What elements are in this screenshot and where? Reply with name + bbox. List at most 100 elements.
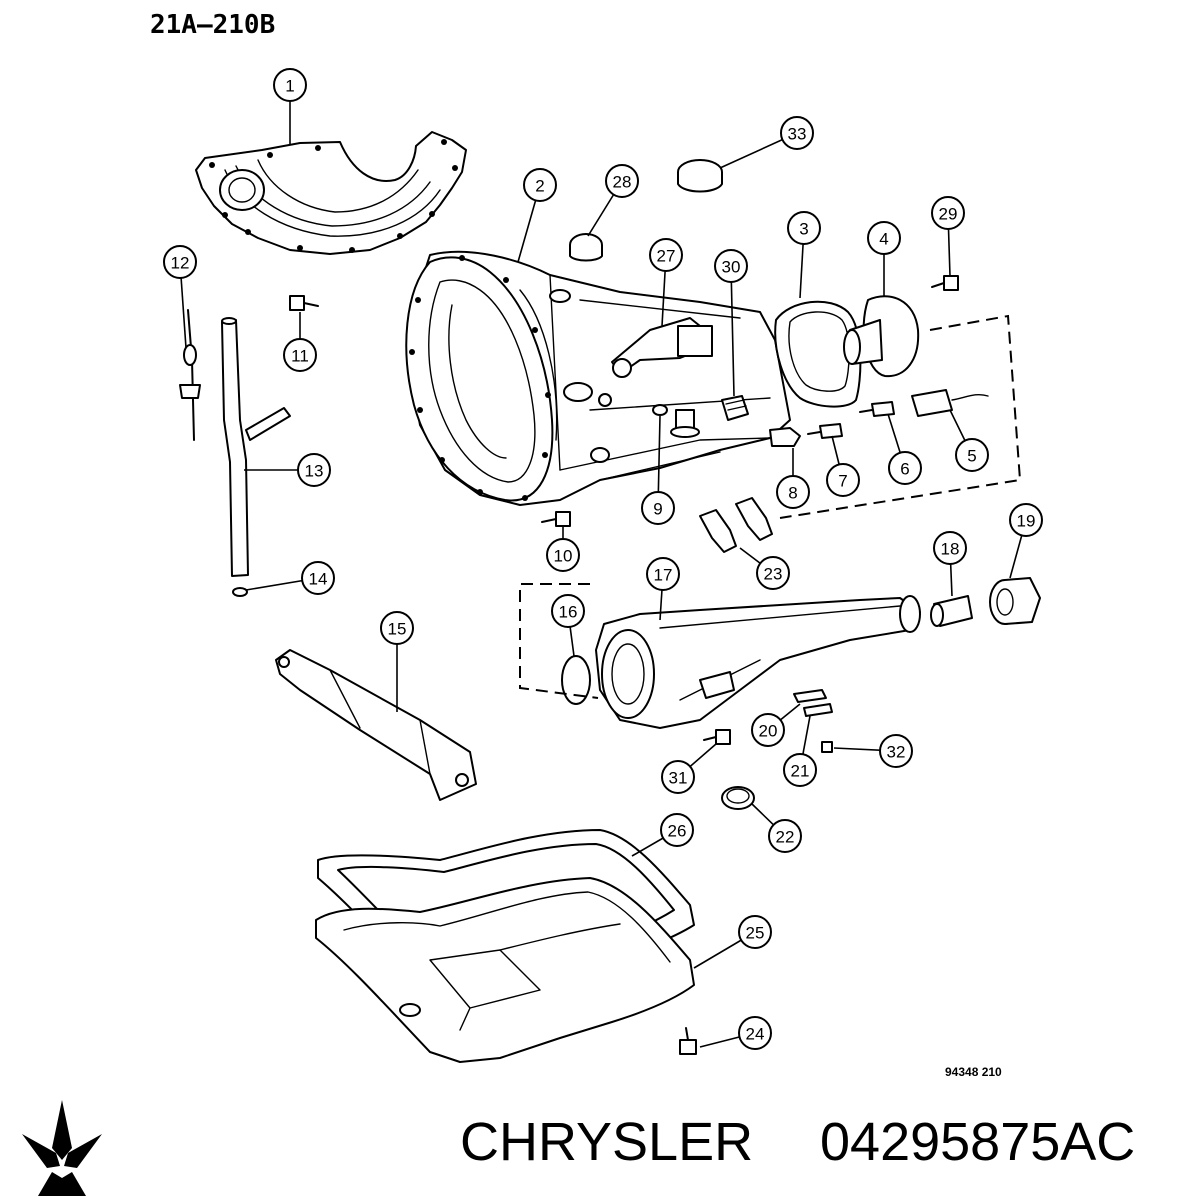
callout-number: 7 bbox=[838, 472, 847, 491]
callout-number: 19 bbox=[1017, 512, 1036, 531]
part-18-bushing bbox=[930, 595, 973, 627]
callout-circle bbox=[605, 164, 639, 198]
callout-number: 15 bbox=[388, 620, 407, 639]
part-31-bolt bbox=[703, 729, 731, 745]
callout-circle bbox=[283, 338, 317, 372]
part-16-seal bbox=[561, 655, 591, 705]
callout-number: 9 bbox=[653, 500, 662, 519]
callout-circle bbox=[551, 594, 585, 628]
callout-circle bbox=[523, 168, 557, 202]
callout-32: 32 bbox=[879, 734, 913, 768]
part-5-switch bbox=[911, 389, 989, 417]
callout-10: 10 bbox=[546, 538, 580, 572]
part-19-seal bbox=[989, 577, 1041, 625]
part-23-sensors bbox=[699, 497, 773, 553]
callout-number: 8 bbox=[788, 484, 797, 503]
part-28-plug bbox=[569, 233, 603, 262]
callout-number: 13 bbox=[305, 462, 324, 481]
callout-number: 10 bbox=[554, 547, 573, 566]
callout-14: 14 bbox=[301, 561, 335, 595]
part-21-screw bbox=[803, 703, 833, 717]
callout-number: 11 bbox=[291, 347, 309, 366]
figure-reference: 94348 210 bbox=[945, 1065, 1002, 1079]
part-30-fitting bbox=[721, 395, 749, 421]
part-10-bolt bbox=[541, 511, 571, 527]
part-32-screw bbox=[821, 741, 833, 753]
part-11-bolt bbox=[289, 295, 319, 311]
part-22-plug bbox=[721, 786, 755, 810]
callout-number: 16 bbox=[559, 603, 578, 622]
callout-24: 24 bbox=[738, 1016, 772, 1050]
callout-26: 26 bbox=[660, 813, 694, 847]
brand-name: CHRYSLER bbox=[460, 1112, 753, 1172]
callout-number: 23 bbox=[764, 565, 783, 584]
callout-30: 30 bbox=[714, 249, 748, 283]
callout-circle bbox=[776, 475, 810, 509]
callout-circle bbox=[646, 557, 680, 591]
sheet-code: 21A–210B bbox=[150, 10, 275, 40]
callout-5: 5 bbox=[955, 438, 989, 472]
callout-circle bbox=[380, 611, 414, 645]
callout-circle bbox=[641, 491, 675, 525]
callout-layer: 1234567891011121314151617181920212223242… bbox=[163, 68, 1043, 1050]
callout-29: 29 bbox=[931, 196, 965, 230]
group-bracket-lower bbox=[519, 583, 599, 699]
part-24-bolt bbox=[679, 1027, 697, 1055]
callout-22: 22 bbox=[768, 819, 802, 853]
callout-9: 9 bbox=[641, 491, 675, 525]
callout-circle bbox=[783, 753, 817, 787]
part-33-cap bbox=[677, 159, 723, 193]
part-7-sensor bbox=[807, 423, 843, 439]
part-20-plate bbox=[793, 689, 827, 703]
callout-number: 32 bbox=[887, 743, 906, 762]
callout-circle bbox=[751, 713, 785, 747]
callout-circle bbox=[933, 531, 967, 565]
group-bracket-upper bbox=[779, 314, 1022, 519]
part-9-clip bbox=[652, 404, 668, 416]
callout-circle bbox=[660, 813, 694, 847]
leader-line-30 bbox=[730, 265, 735, 397]
callout-number: 5 bbox=[967, 447, 976, 466]
callout-7: 7 bbox=[826, 463, 860, 497]
callout-1: 1 bbox=[273, 68, 307, 102]
callout-circle bbox=[163, 245, 197, 279]
part-6-sensor bbox=[859, 401, 895, 417]
callout-number: 4 bbox=[879, 230, 888, 249]
callout-circle bbox=[787, 211, 821, 245]
callout-31: 31 bbox=[661, 760, 695, 794]
callout-circle bbox=[649, 238, 683, 272]
callout-number: 30 bbox=[722, 258, 741, 277]
callout-number: 27 bbox=[657, 247, 676, 266]
callout-11: 11 bbox=[283, 338, 317, 372]
callout-16: 16 bbox=[551, 594, 585, 628]
callout-number: 29 bbox=[939, 205, 958, 224]
callout-3: 3 bbox=[787, 211, 821, 245]
callout-17: 17 bbox=[646, 557, 680, 591]
callout-circle bbox=[780, 116, 814, 150]
callout-20: 20 bbox=[751, 713, 785, 747]
callout-21: 21 bbox=[783, 753, 817, 787]
part-1-dust-shield bbox=[195, 131, 467, 255]
part-number: 04295875AC bbox=[820, 1112, 1135, 1172]
part-12-dipstick bbox=[179, 309, 201, 441]
callout-15: 15 bbox=[380, 611, 414, 645]
part-2-transmission-case bbox=[405, 250, 801, 506]
callout-18: 18 bbox=[933, 531, 967, 565]
callout-19: 19 bbox=[1009, 503, 1043, 537]
callout-circle bbox=[826, 463, 860, 497]
callout-6: 6 bbox=[888, 451, 922, 485]
callout-circle bbox=[888, 451, 922, 485]
callout-number: 2 bbox=[535, 177, 544, 196]
callout-circle bbox=[738, 1016, 772, 1050]
callout-circle bbox=[297, 453, 331, 487]
callout-number: 6 bbox=[900, 460, 909, 479]
callout-28: 28 bbox=[605, 164, 639, 198]
callout-27: 27 bbox=[649, 238, 683, 272]
callout-number: 18 bbox=[941, 540, 960, 559]
callout-number: 25 bbox=[746, 924, 765, 943]
callout-circle bbox=[879, 734, 913, 768]
callout-12: 12 bbox=[163, 245, 197, 279]
callout-8: 8 bbox=[776, 475, 810, 509]
callout-circle bbox=[1009, 503, 1043, 537]
